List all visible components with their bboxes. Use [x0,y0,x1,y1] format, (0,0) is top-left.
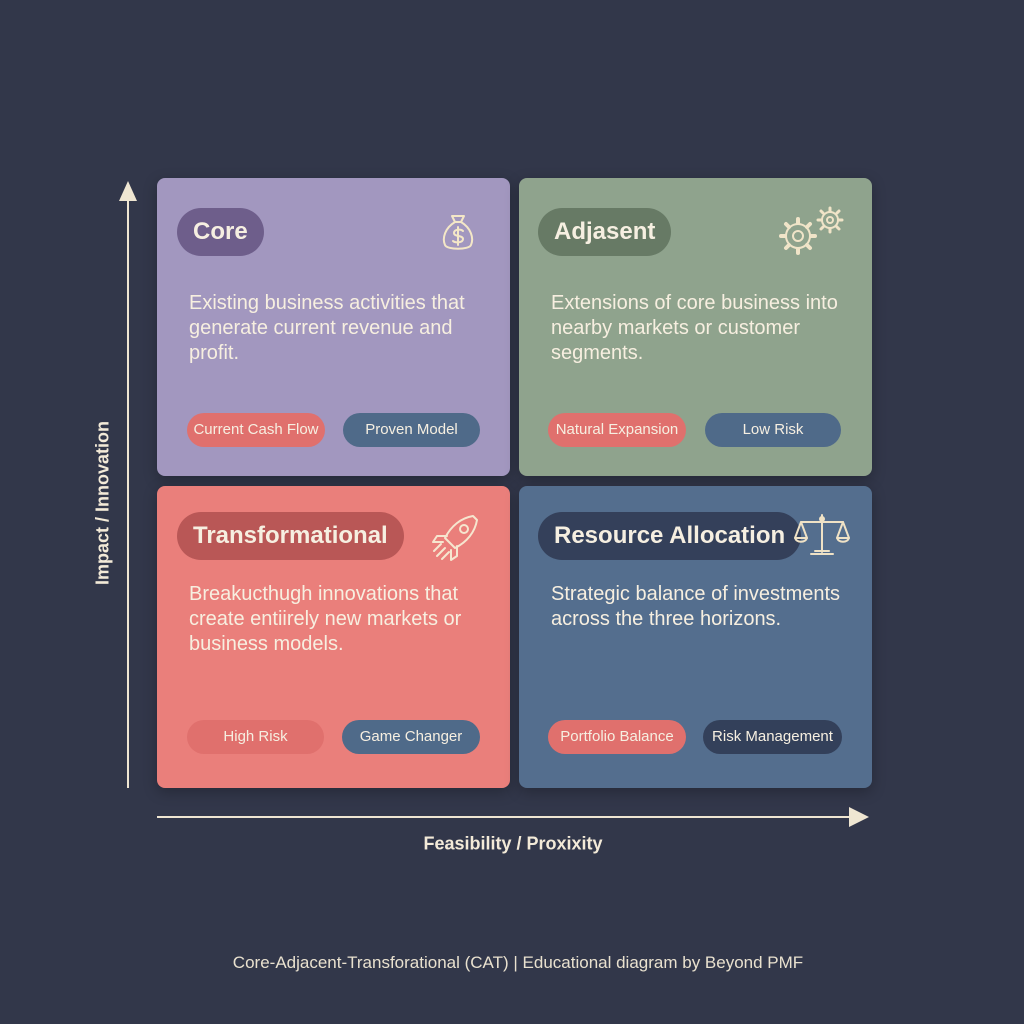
tag-current-cash-flow: Current Cash Flow [187,413,325,447]
tag-risk-management: Risk Management [703,720,842,754]
quadrant-description: Existing business activities that genera… [189,292,465,364]
scales-icon [793,510,851,560]
x-axis-label: Feasibility / Proxixity [423,833,603,854]
quadrant-title: Core [177,208,264,256]
y-axis-line [127,196,129,788]
x-axis-arrow-icon [849,807,869,827]
quadrant-title: Adjasent [538,208,672,256]
tag-proven-model: Proven Model [343,413,480,447]
money-bag-icon [433,204,483,254]
quadrant-description: Breakucthugh innovations that create ent… [189,583,462,655]
y-axis-arrow-icon [119,181,137,201]
tag-game-changer: Game Changer [342,720,480,754]
rocket-icon [427,510,483,566]
quadrant-title: Resource Allocation [538,512,802,560]
gears-icon [774,202,848,260]
y-axis-label: Impact / Innovation [92,420,113,586]
quadrant-adjacent: Adjasent [519,178,872,476]
tag-portfolio-balance: Portfolio Balance [548,720,686,754]
quadrant-transformational: Transformational Breakucthugh innovation… [157,486,510,788]
quadrant-title: Transformational [177,512,404,560]
tag-low-risk: Low Risk [705,413,841,447]
tag-natural-expansion: Natural Expansion [548,413,686,447]
footer-caption: Core-Adjacent-Transforational (CAT) | Ed… [232,953,804,972]
quadrant-core: Core Existing business activities that g… [157,178,510,476]
quadrant-resource-allocation: Resource Allocation Strategic balance of… [519,486,872,788]
quadrant-description: Strategic balance of investments across … [551,583,841,630]
quadrant-description: Extensions of core business into nearby … [551,292,838,364]
tag-high-risk: High Risk [187,720,324,754]
x-axis-line [157,816,853,818]
